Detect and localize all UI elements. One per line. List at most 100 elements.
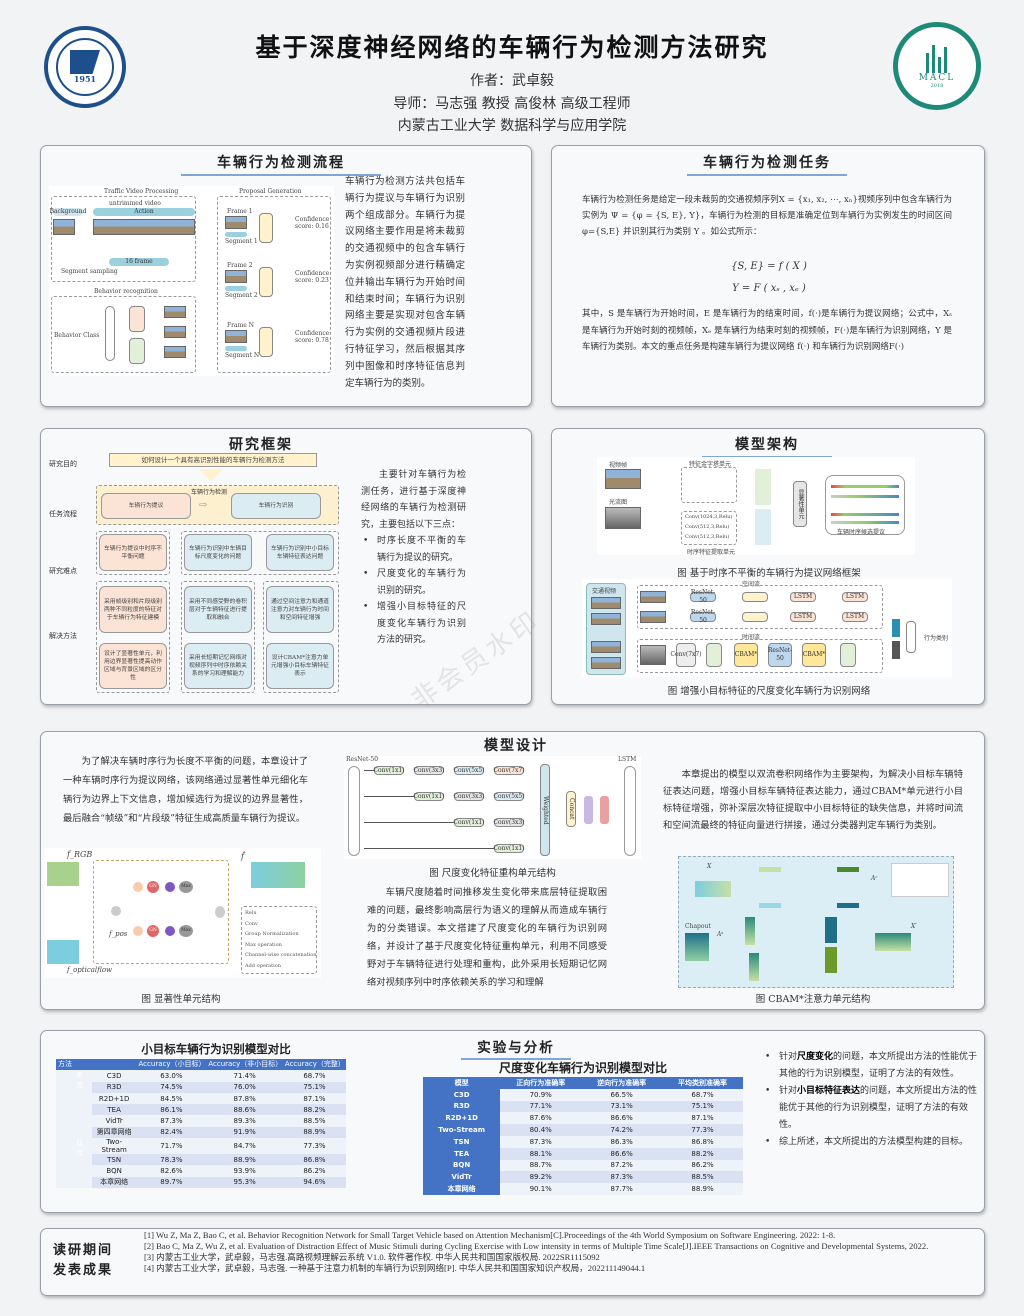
- table-cell: 86.2%: [662, 1159, 743, 1172]
- table-cell: 90.1%: [500, 1183, 582, 1195]
- table-cell: R2D+1D: [91, 1092, 137, 1105]
- panel-publications: 读研期间 发表成果 [1] Wu Z, Ma Z, Bao C, et al. …: [40, 1228, 985, 1296]
- table-cell: 86.6%: [581, 1147, 663, 1160]
- table-cell: 76.0%: [206, 1081, 283, 1093]
- table-cell: 68.7%: [282, 1070, 346, 1082]
- table-cell: 87.3%: [136, 1115, 207, 1127]
- table-cell: 91.9%: [206, 1126, 283, 1139]
- panel-detection-task: 车辆行为检测任务 车辆行为检测任务是给定一段未裁剪的交通视频序列X = {x₁,…: [551, 145, 985, 407]
- table-cell: 88.7%: [500, 1159, 582, 1172]
- panel-model-design: 模型设计 为了解决车辆时序行为长度不平衡的问题，本章设计了一种车辆时序行为提议网…: [40, 731, 985, 1010]
- table-cell: C3D: [91, 1070, 137, 1082]
- poster-title: 基于深度神经网络的车辆行为检测方法研究: [255, 33, 769, 62]
- table-header: Accuracy（非小目标）: [206, 1059, 283, 1071]
- figure-caption: 图 尺度变化特征重构单元结构: [429, 868, 556, 879]
- recognition-network-figure: 交通视频 空间流 ResNet-50 ResNet-50 LSTM LSTM L…: [582, 579, 952, 677]
- section-title: 模型架构: [702, 434, 832, 458]
- table-cell: 87.3%: [581, 1171, 663, 1184]
- publication-list: [1] Wu Z, Ma Z, Bao C, et al. Behavior R…: [144, 1230, 979, 1274]
- flow-description: 车辆行为检测方法共包括车辆行为提议与车辆行为识别两个组成部分。车辆行为提议网络主…: [345, 176, 465, 389]
- table-cell: 88.9%: [662, 1183, 743, 1195]
- table-cell: 88.5%: [282, 1115, 346, 1127]
- table-cell: 86.1%: [136, 1104, 207, 1116]
- conclusion-item: 针对小目标特征表达的问题，本文所提出方法的性能优于其他的行为识别模型，证明了方法…: [763, 1083, 978, 1134]
- table-cell: 87.6%: [500, 1112, 582, 1125]
- table-cell: 84.7%: [206, 1138, 283, 1155]
- task-paragraph-1: 车辆行为检测任务是给定一段未裁剪的交通视频序列X = {x₁, x₂, ⋯, x…: [582, 195, 952, 237]
- table-cell: 63.0%: [136, 1070, 207, 1082]
- panel-detection-flow: 车辆行为检测流程 Traffic Video Processing untrim…: [40, 145, 532, 407]
- table-cell: TSN: [91, 1154, 137, 1166]
- group-cell: 单流: [56, 1070, 92, 1139]
- equation-2: Y = F ( xₛ , xₑ ): [732, 283, 806, 294]
- affiliation: 内蒙古工业大学 数据科学与应用学院: [397, 118, 627, 134]
- section-title: 车辆行为检测任务: [687, 152, 847, 176]
- publication-item: [4] 内蒙古工业大学，武卓毅，马志强. 一种基于注意力机制的车辆行为识别网络[…: [144, 1262, 646, 1273]
- table-cell: 88.5%: [662, 1171, 743, 1184]
- table-cell: C3D: [423, 1088, 501, 1101]
- publications-heading: 读研期间 发表成果: [53, 1243, 114, 1278]
- publication-item: [2] Bao C, Ma Z, Wu Z, et al. Evaluation…: [144, 1240, 929, 1251]
- framework-point: 时序长度不平衡的车辆行为提议的研究。: [361, 533, 466, 566]
- conclusion-item: 综上所述，本文所提出的方法模型构建的目标。: [763, 1134, 978, 1151]
- table-cell: 88.2%: [662, 1147, 743, 1160]
- table-cell: TEA: [423, 1147, 501, 1160]
- conclusion-list: 针对尺度变化的问题，本文所提出方法的性能优于其他的行为识别模型，证明了方法的有效…: [763, 1049, 978, 1151]
- publication-item: [1] Wu Z, Ma Z, Bao C, et al. Behavior R…: [144, 1230, 836, 1240]
- table-cell: 82.6%: [136, 1165, 207, 1177]
- table-cell: 95.3%: [206, 1176, 283, 1188]
- table-cell: VidTr: [423, 1171, 501, 1184]
- table-cell: 89.7%: [136, 1176, 207, 1188]
- table-title: 小目标车辆行为识别模型对比: [141, 1042, 291, 1056]
- table-cell: 本章网络: [423, 1183, 501, 1195]
- table-cell: VidTr: [91, 1115, 137, 1127]
- saliency-unit-figure: f_RGB f_opticalflow GN Max GN Max f_pos …: [45, 848, 321, 978]
- table-header: Accuracy（小目标）: [136, 1059, 207, 1071]
- conclusion-item: 针对尺度变化的问题，本文所提出方法的性能优于其他的行为识别模型，证明了方法的有效…: [763, 1049, 978, 1083]
- table-cell: 88.1%: [500, 1147, 582, 1160]
- section-title: 车辆行为检测流程: [181, 152, 381, 176]
- conclusion-text: 小目标特征表达: [797, 1086, 861, 1096]
- conclusion-text: 的问题，本文所提出方法的性能优于其他的行为识别模型，证明了方法的有效性。: [779, 1052, 978, 1079]
- figure-caption: 图 增强小目标特征的尺度变化车辆行为识别网络: [667, 686, 871, 697]
- cbam-figure: X Aᶜ Chapout Aˢ X′: [678, 856, 954, 988]
- proposal-network-figure: 视频帧 光流图 特征金字塔单元 Conv(1024,3,Relu) Conv(5…: [597, 457, 915, 556]
- table-cell: 73.1%: [581, 1100, 663, 1113]
- table-cell: 第四章网络: [91, 1126, 137, 1139]
- table-header: 模型: [423, 1077, 501, 1089]
- conclusion-text: 针对: [779, 1086, 798, 1096]
- detection-flow-figure: Traffic Video Processing untrimmed video…: [49, 186, 334, 376]
- table-header: 平均类别准确率: [662, 1077, 743, 1089]
- table-cell: 87.1%: [662, 1112, 743, 1125]
- figure-caption: 图 CBAM*注意力单元结构: [755, 994, 871, 1005]
- framework-point: 增强小目标特征的尺度变化车辆行为识别方法的研究。: [361, 599, 466, 649]
- panel-research-framework: 研究框架 研究目的 任务流程 研究难点 解决方法 如何设计一个具有高识别性能的车…: [40, 428, 532, 705]
- table-cell: 88.9%: [206, 1154, 283, 1166]
- table-cell: 77.3%: [282, 1138, 346, 1155]
- conclusion-text: 综上所述，本文所提出的方法模型构建的目标。: [779, 1137, 969, 1147]
- author: 作者：武卓毅: [470, 73, 554, 89]
- table-cell: 71.7%: [136, 1138, 207, 1155]
- table-cell: 75.1%: [282, 1081, 346, 1093]
- table-cell: 75.1%: [662, 1100, 743, 1113]
- table-cell: 86.6%: [581, 1112, 663, 1125]
- framework-intro: 主要针对车辆行为检测任务，进行基于深度神经网络的车辆行为检测研究，主要包括以下三…: [361, 467, 466, 649]
- table-cell: 66.5%: [581, 1088, 663, 1101]
- table-cell: 89.2%: [500, 1171, 582, 1184]
- lab-logo: MACL 2018: [893, 22, 981, 110]
- table-cell: 77.1%: [500, 1100, 582, 1113]
- table-cell: 88.2%: [282, 1104, 346, 1116]
- table-cell: 88.6%: [206, 1104, 283, 1116]
- table-header: 方法: [56, 1059, 137, 1071]
